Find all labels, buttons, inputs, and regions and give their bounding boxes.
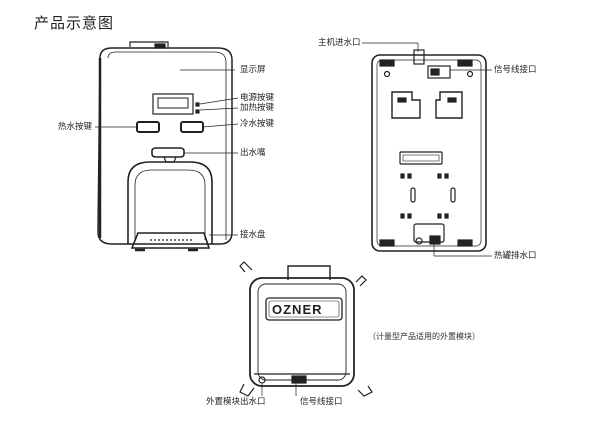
- label-module-outlet: 外置模块出水口: [206, 397, 266, 407]
- module-note: （计量型产品适用的外置模块）: [368, 332, 480, 341]
- label-display: 显示屏: [240, 65, 266, 75]
- label-signal: 信号线接口: [494, 65, 537, 75]
- label-power-key: 电源按键: [240, 93, 275, 103]
- front-view: [97, 41, 233, 252]
- label-tray: 接水盘: [240, 230, 266, 240]
- label-inlet: 主机进水口: [318, 38, 361, 48]
- label-drain: 热罐排水口: [494, 251, 537, 261]
- label-heat-key: 加热按键: [240, 103, 275, 113]
- label-cold-key: 冷水按键: [240, 119, 275, 129]
- page-title: 产品示意图: [34, 14, 115, 32]
- external-module: [239, 261, 373, 397]
- back-view: [371, 49, 487, 252]
- module-logo: OZNER: [272, 302, 323, 317]
- label-spout: 出水嘴: [240, 148, 266, 158]
- label-hot-key: 热水按键: [58, 122, 93, 132]
- label-module-signal: 信号线接口: [300, 397, 343, 407]
